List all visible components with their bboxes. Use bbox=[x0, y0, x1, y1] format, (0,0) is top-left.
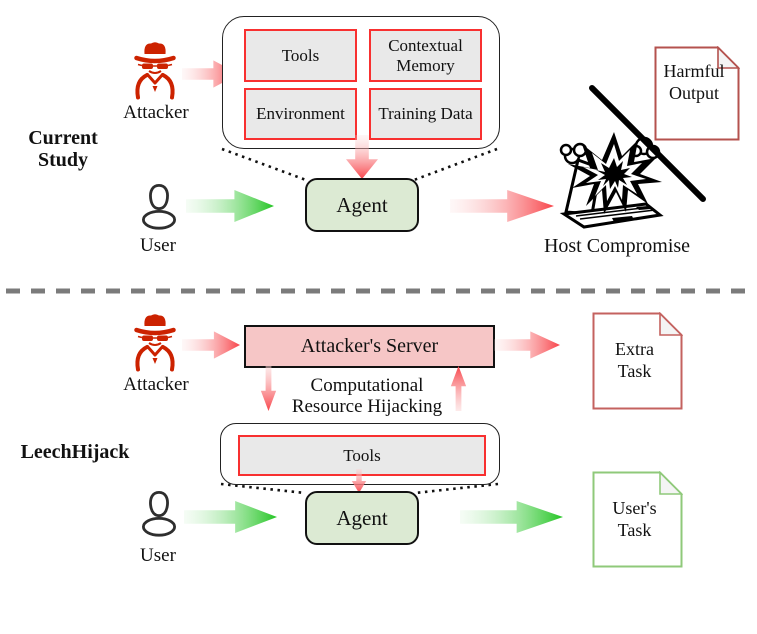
arrow-user-to-agent-bottom bbox=[184, 501, 277, 533]
section-divider bbox=[6, 288, 751, 294]
extra-task-document: Extra Task bbox=[592, 312, 683, 410]
module-tools: Tools bbox=[244, 29, 357, 82]
harmful-output-document: Harmful Output bbox=[654, 46, 740, 141]
user-label-bottom: User bbox=[140, 545, 176, 566]
user-icon bbox=[142, 183, 176, 230]
attackers-server-label: Attacker's Server bbox=[300, 335, 439, 357]
agent-label-bottom: Agent bbox=[336, 505, 388, 530]
hijack-label-line2: Resource Hijacking bbox=[291, 396, 443, 417]
user-label-top: User bbox=[140, 235, 176, 256]
arrow-tools-to-agent bbox=[351, 469, 367, 493]
extra-task-line2: Task bbox=[617, 361, 652, 381]
arrow-server-to-tools bbox=[260, 366, 277, 411]
users-task-line1: User's bbox=[612, 498, 657, 518]
attacker-label-top: Attacker bbox=[123, 102, 189, 123]
arrow-framework-to-agent bbox=[346, 135, 378, 179]
host-compromise-label: Host Compromise bbox=[543, 235, 691, 257]
arrow-agent-to-users-task bbox=[460, 501, 563, 533]
attacker-label-bottom: Attacker bbox=[123, 374, 189, 395]
spy-icon bbox=[134, 42, 176, 100]
section-title-leechhijack: LeechHijack bbox=[20, 441, 130, 463]
hijack-label-line1: Computational bbox=[310, 375, 424, 396]
spy-icon bbox=[134, 314, 176, 372]
agent-box-top: Agent bbox=[305, 178, 419, 232]
arrow-agent-to-host bbox=[450, 190, 554, 222]
document-icon bbox=[592, 312, 683, 410]
extra-task-line1: Extra bbox=[615, 339, 654, 359]
prohibition-line bbox=[589, 85, 706, 202]
agent-box-bottom: Agent bbox=[305, 491, 419, 545]
agent-label-top: Agent bbox=[336, 192, 388, 217]
user-icon bbox=[142, 490, 176, 537]
module-training-data: Training Data bbox=[369, 88, 482, 140]
harmful-output-line2: Output bbox=[668, 83, 719, 103]
users-task-line2: Task bbox=[617, 520, 652, 540]
arrow-tools-to-server bbox=[450, 366, 467, 411]
arrow-user-to-agent-top bbox=[186, 190, 274, 222]
module-tools-bottom: Tools bbox=[238, 435, 486, 476]
arrow-attacker-to-server bbox=[182, 331, 240, 359]
agent-framework-container-top: Tools Contextual Memory Environment Trai… bbox=[222, 16, 500, 149]
document-icon bbox=[654, 46, 740, 141]
document-icon bbox=[592, 471, 683, 568]
users-task-document: User's Task bbox=[592, 471, 683, 568]
module-contextual-memory: Contextual Memory bbox=[369, 29, 482, 82]
attackers-server-box: Attacker's Server bbox=[244, 325, 495, 368]
arrow-server-to-extra-task bbox=[494, 331, 560, 359]
section-title-current-study: Current Study bbox=[28, 127, 98, 171]
harmful-output-line1: Harmful bbox=[663, 61, 725, 81]
module-environment: Environment bbox=[244, 88, 357, 140]
